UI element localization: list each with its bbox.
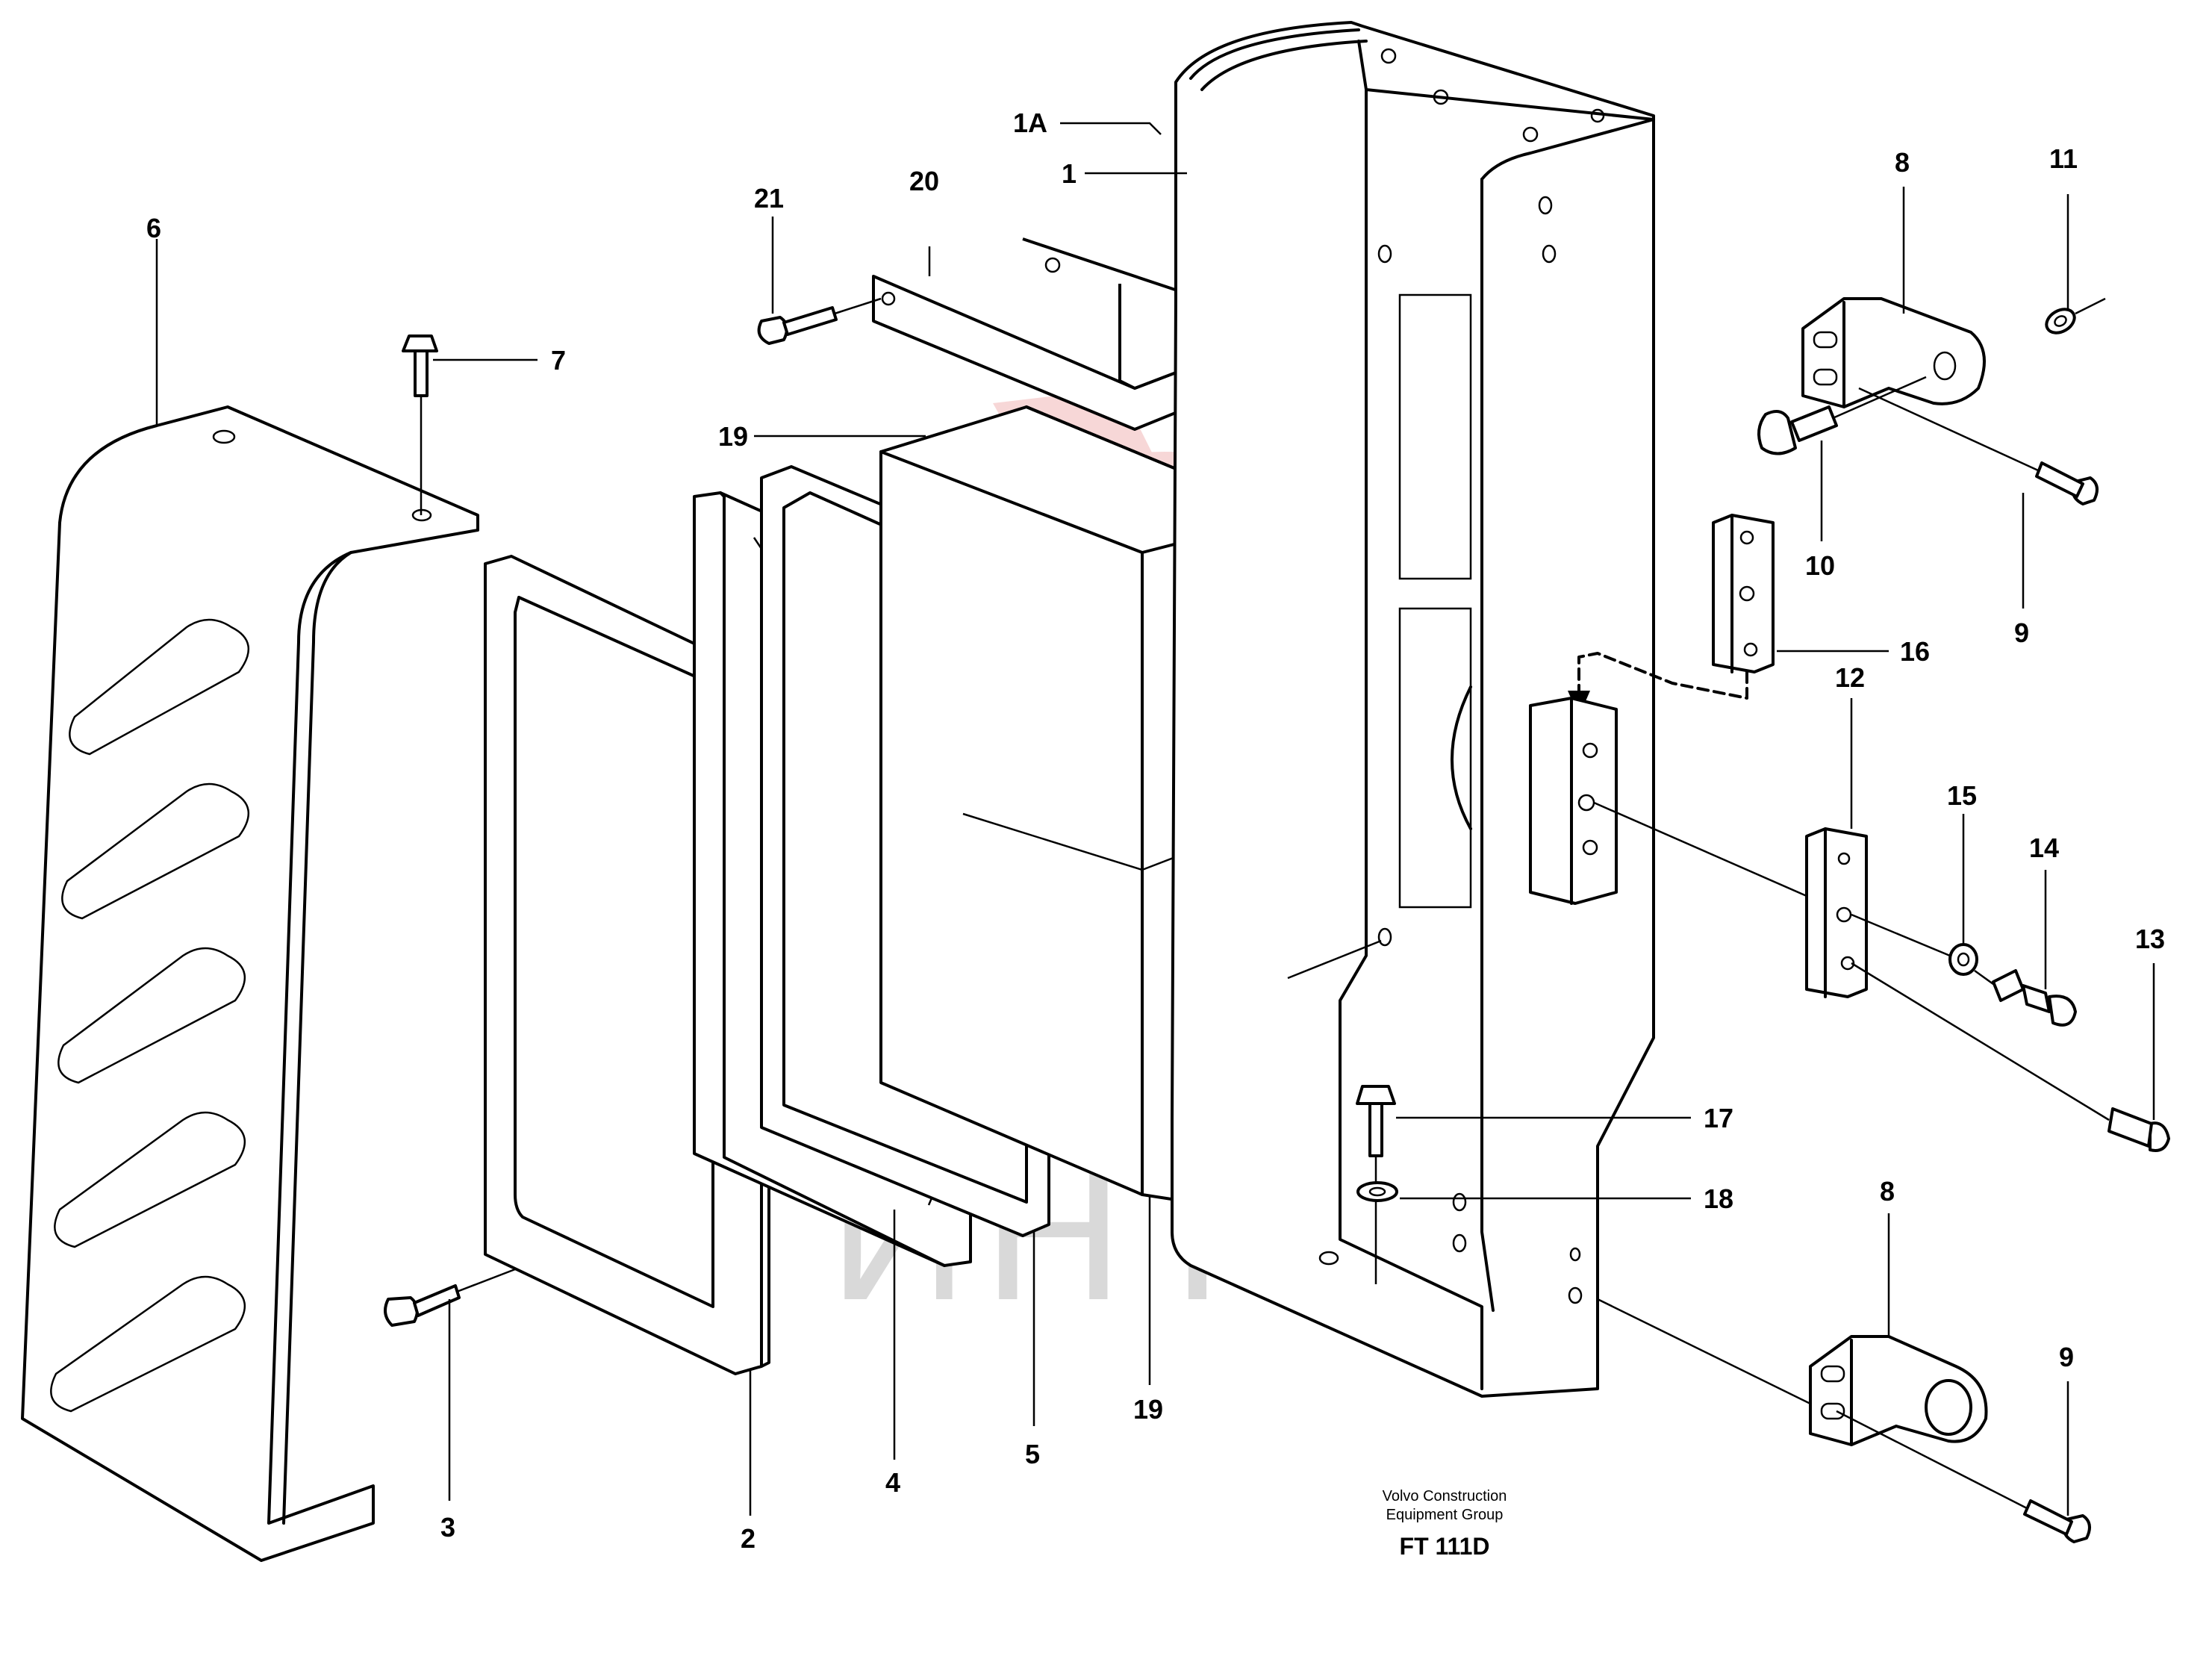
part-9-bolt-bottom [1836,1410,2091,1543]
part-15-washer [1851,913,1978,976]
part-16-clip-plate [1568,514,1775,717]
footer-company-line-1: Volvo Construction [1383,1488,1507,1504]
mesh-grille-2 [61,782,250,920]
part-14-bolt-nut [1974,969,2077,1027]
housing-clip-block [1529,697,1618,905]
mesh-grille-4 [54,1111,246,1248]
callout-16: 16 [1900,636,1930,667]
callout-3: 3 [440,1512,455,1543]
callout-1: 1 [1062,158,1077,189]
callout-6: 6 [146,213,161,243]
callout-1A: 1A [1013,108,1047,138]
footer-company-line-2: Equipment Group [1386,1507,1504,1523]
leader-lines [155,122,2155,1516]
callout-15: 15 [1947,780,1977,811]
callout-7: 7 [551,345,566,376]
callout-9-bottom: 9 [2059,1342,2074,1372]
callout-10: 10 [1805,550,1835,581]
callout-8-bottom: 8 [1880,1176,1895,1207]
callout-19-top: 19 [718,421,748,452]
callout-8-top: 8 [1895,147,1910,178]
callout-18: 18 [1704,1183,1733,1214]
callout-19-bottom: 19 [1133,1394,1163,1425]
part-13-bolt [1851,962,2170,1152]
part-12-plate [1593,801,1868,998]
footer-caption: Volvo Construction Equipment Group FT 11… [1383,1488,1507,1560]
part-8-bracket-top [1801,297,1986,408]
part-8-bracket-bottom [1597,1298,1988,1446]
callout-labels: 1A 1 2 3 4 5 6 7 8 8 9 9 10 11 12 13 14 … [146,108,2165,1554]
part-3-bolt [384,1268,516,1327]
callout-14: 14 [2029,833,2059,863]
mesh-grille-5 [50,1275,246,1413]
part-9-bolt-top [1858,387,2099,505]
callout-5: 5 [1025,1439,1040,1469]
callout-4: 4 [885,1467,900,1498]
part-11-washer [2045,297,2106,334]
callout-21: 21 [754,183,784,214]
callout-13: 13 [2135,924,2165,954]
mesh-grille-1 [69,618,250,756]
mesh-grille-3 [57,947,246,1084]
callout-11: 11 [2049,143,2078,174]
callout-17: 17 [1704,1103,1733,1133]
callout-20: 20 [909,166,939,196]
callout-12: 12 [1835,662,1865,693]
footer-drawing-code: FT 111D [1400,1533,1490,1560]
part-6-side-cover [21,405,479,1562]
callout-2: 2 [741,1523,755,1554]
part-10-knob [1757,376,1927,455]
part-17-bolt [1356,1085,1396,1284]
part-21-bolt [757,297,882,345]
part-7-bolt [402,334,438,515]
part-1-housing [1171,21,1655,1398]
callout-9-top: 9 [2014,617,2029,648]
part-18-washer [1356,1181,1398,1202]
